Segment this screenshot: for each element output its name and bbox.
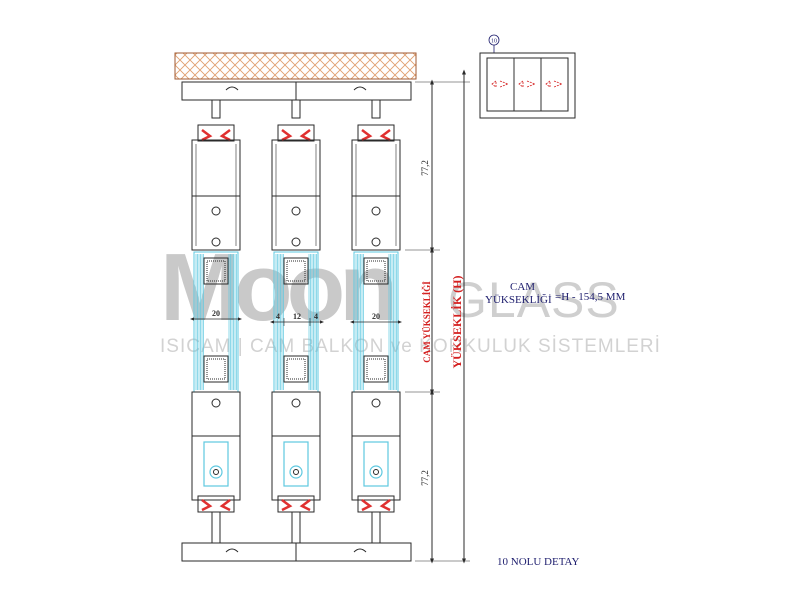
upper-gasket-housing (277, 124, 315, 142)
upper-screw-slot-2 (291, 237, 301, 247)
lower-gasket (201, 499, 231, 512)
wheel-axle (213, 469, 219, 475)
dim-lower-height: 77,2 (420, 470, 430, 486)
lower-gasket-housing (197, 495, 235, 513)
top-connector (371, 100, 381, 119)
wheel-axle (293, 469, 299, 475)
upper-screw-slot (291, 206, 301, 216)
upper-profile (351, 139, 401, 251)
wheel (209, 465, 223, 479)
width-left: 20 (212, 309, 220, 318)
top-rail (181, 81, 412, 101)
wheel (369, 465, 383, 479)
upper-spacer-inner (206, 260, 226, 282)
lower-spacer (283, 355, 309, 383)
dimension-lines (405, 69, 470, 564)
top-connector (291, 100, 301, 119)
formula-expression: =H - 154,5 MM (555, 291, 626, 303)
detail-mini-view (479, 34, 576, 119)
wheel-axle (373, 469, 379, 475)
dim-glass-height-label: CAM YÜKSEKLİĞİ (422, 281, 432, 363)
upper-spacer (363, 257, 389, 285)
lower-gasket (281, 499, 311, 512)
lower-gasket-housing (357, 495, 395, 513)
lower-spacer-inner (286, 358, 306, 380)
top-connector (211, 100, 221, 119)
upper-spacer-inner (286, 260, 306, 282)
upper-profile (191, 139, 241, 251)
lower-screw-slot (211, 398, 221, 408)
upper-screw-slot-2 (211, 237, 221, 247)
upper-screw-slot (371, 206, 381, 216)
upper-spacer (283, 257, 309, 285)
lower-spacer (363, 355, 389, 383)
width-right: 20 (372, 312, 380, 321)
lower-spacer (203, 355, 229, 383)
detail-caption: 10 NOLU DETAY (497, 556, 580, 568)
lower-spacer-inner (206, 358, 226, 380)
width-mid-b: 12 (293, 312, 301, 321)
dim-upper-height: 77,2 (420, 160, 430, 176)
upper-gasket (361, 129, 391, 142)
lower-screw-slot (291, 398, 301, 408)
upper-profile (271, 139, 321, 251)
lower-gasket (361, 499, 391, 512)
lower-profile (191, 391, 241, 501)
upper-gasket (281, 129, 311, 142)
wheel (289, 465, 303, 479)
wheel-carrier (363, 441, 389, 487)
upper-gasket-housing (197, 124, 235, 142)
upper-spacer-inner (366, 260, 386, 282)
sash-profile-1 (191, 100, 241, 543)
upper-screw-slot-2 (371, 237, 381, 247)
width-mid-c: 4 (314, 312, 318, 321)
sash-profile-2 (271, 100, 321, 543)
lower-gasket-housing (277, 495, 315, 513)
upper-screw-slot (211, 206, 221, 216)
upper-gasket-housing (357, 124, 395, 142)
bottom-connector (211, 512, 221, 543)
formula-line1: CAM (510, 281, 536, 293)
lower-profile (351, 391, 401, 501)
lower-screw-slot (371, 398, 381, 408)
sash-profile-3 (351, 100, 401, 543)
lower-spacer-inner (366, 358, 386, 380)
bottom-rail (181, 542, 412, 562)
upper-spacer (203, 257, 229, 285)
dim-total-height-label: YÜKSEKLİK (H) (450, 275, 464, 368)
formula-line2: YÜKSEKLİĞİ (485, 294, 552, 306)
upper-gasket (201, 129, 231, 142)
detail-marker: 10 (491, 39, 497, 45)
width-dimensions (190, 317, 402, 326)
width-mid-a: 4 (276, 312, 280, 321)
lower-profile (271, 391, 321, 501)
bottom-connector (291, 512, 301, 543)
ceiling-hatch (174, 52, 417, 80)
wheel-carrier (203, 441, 229, 487)
wheel-carrier (283, 441, 309, 487)
bottom-connector (371, 512, 381, 543)
